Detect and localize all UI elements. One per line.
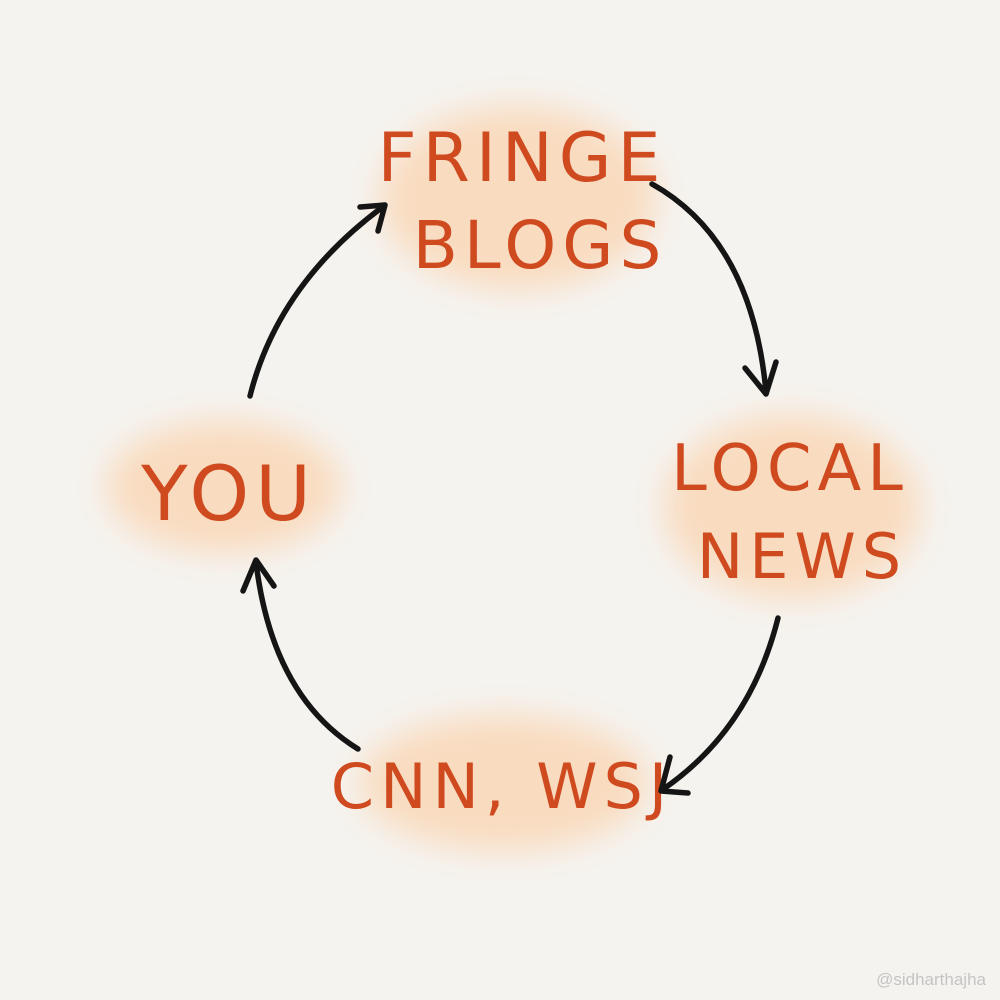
node-blob-fringe-blogs: [380, 106, 656, 290]
node-blob-cnn-wsj: [359, 715, 649, 851]
node-label-cnn-wsj: CNN, WSJ: [331, 750, 673, 823]
node-label-local-news: LOCAL: [671, 432, 909, 506]
arrow-local-news-to-cnn-wsj: [658, 615, 781, 796]
node-blob-local-news: [664, 415, 920, 599]
node-label-fringe-blogs: FRINGE: [378, 119, 667, 198]
arrow-cnn-wsj-to-you: [240, 557, 361, 752]
author-credit: @sidharthajha: [876, 970, 986, 989]
node-blob-you: [106, 421, 342, 553]
node-label-local-news-line2: NEWS: [697, 520, 907, 593]
arrow-you-to-fringe-blogs: [247, 202, 388, 399]
arrow-fringe-blogs-to-local-news: [649, 181, 779, 397]
node-label-fringe-blogs-line2: BLOGS: [413, 207, 668, 284]
node-label-you: YOU: [140, 449, 317, 538]
